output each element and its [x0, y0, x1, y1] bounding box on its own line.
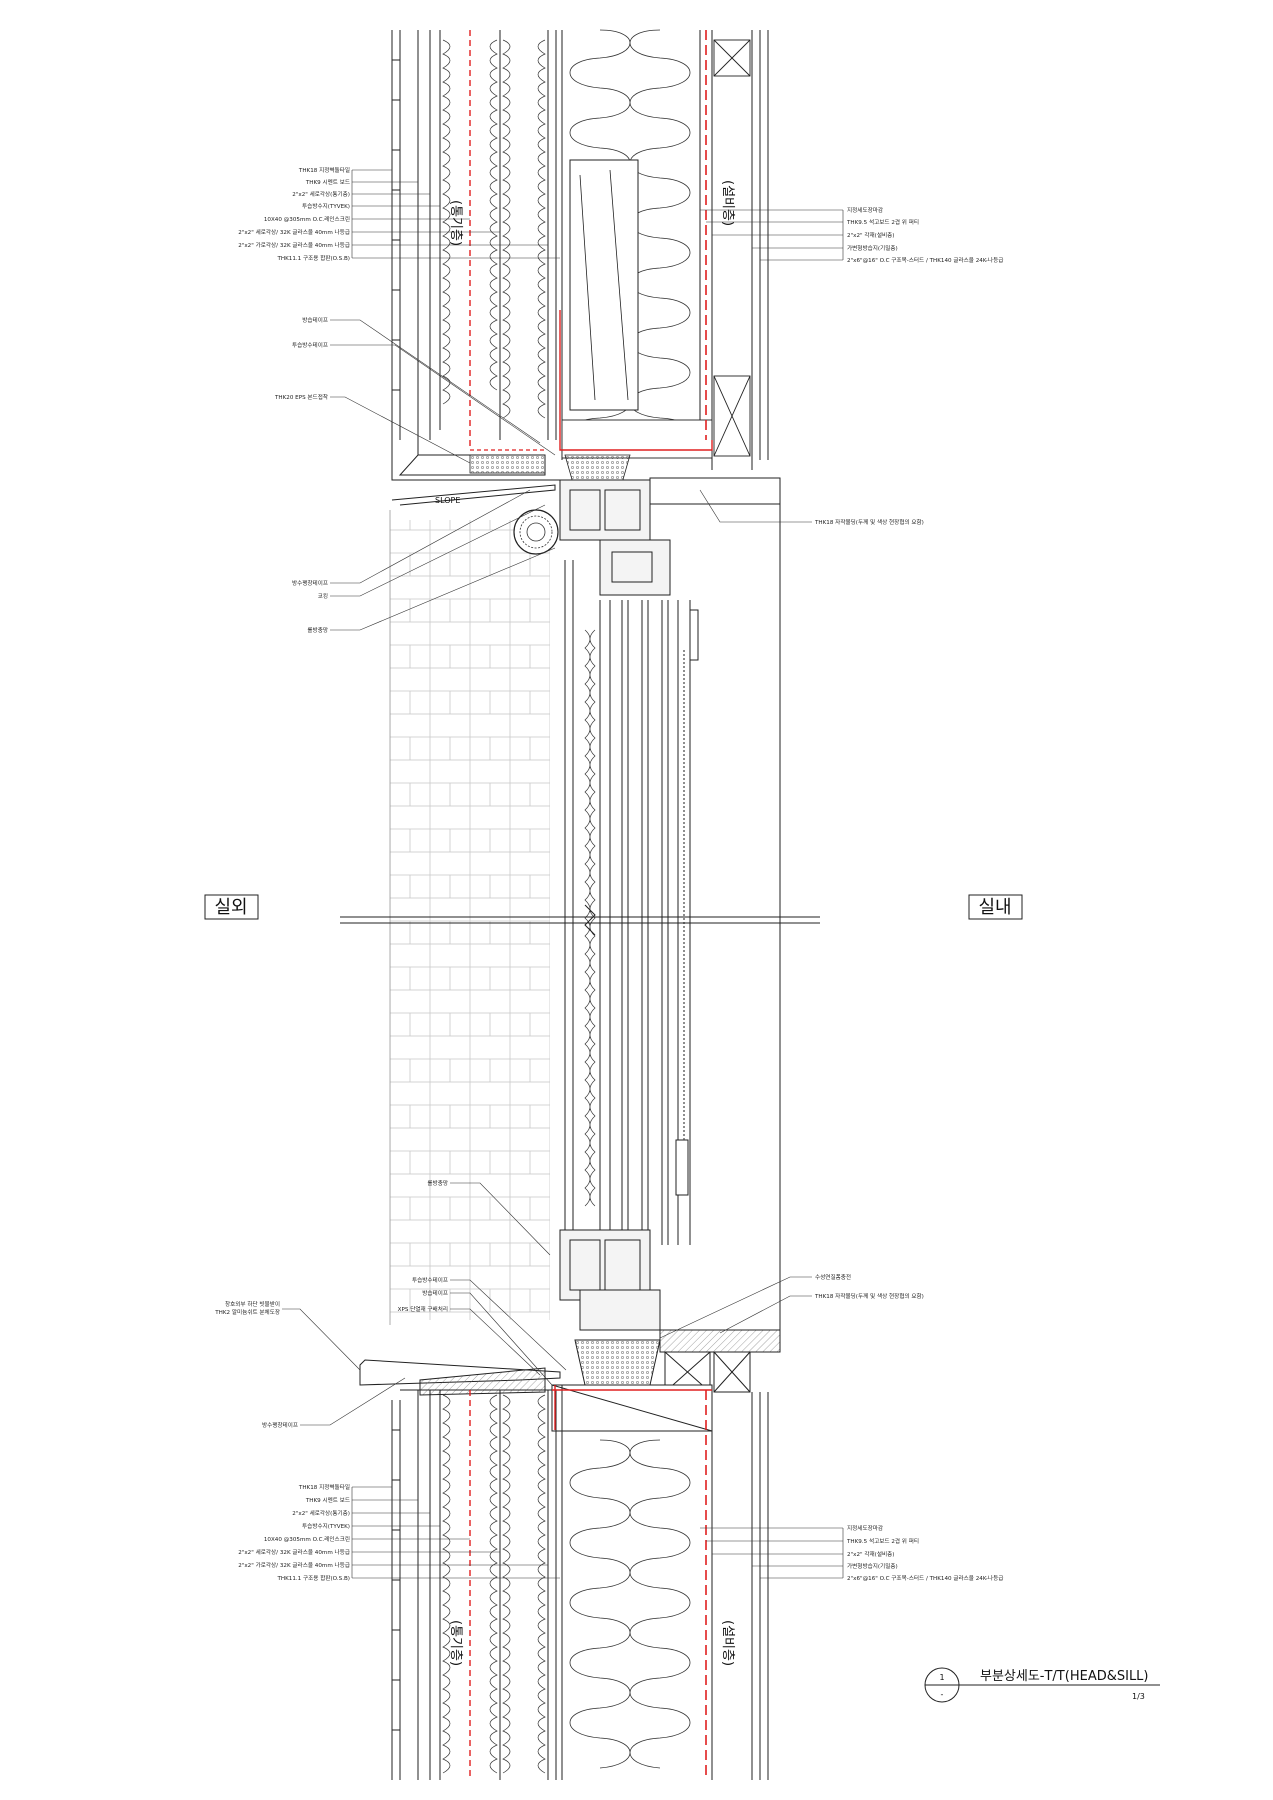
upper-wall	[391, 30, 769, 481]
callout-sill-molding: THK18 자작몰딩(두께 및 색상 현장협의 요함)	[814, 1292, 924, 1300]
leader-lines	[282, 169, 844, 1579]
callout-sill-flash-2: THK2 알미늄쉬트 분체도장	[214, 1308, 280, 1316]
callout-expanding-tape: 방수팽창테이프	[292, 579, 328, 587]
detail-sheet: -	[941, 1690, 944, 1699]
callout-sill-tape1: 투습방수테이프	[412, 1276, 448, 1284]
sill-note-paint: 지정세도장마감	[847, 1524, 883, 1532]
sill-right-notes: 지정세도장마감 THK9.5 석고보드 2겹 위 퍼티 2"x2" 각재(설비층…	[846, 1524, 1003, 1582]
head-note-tile: THK18 지정벽돌타일	[298, 166, 350, 174]
head-note-horizontal-batten: 2"x2" 가로각상/ 32K 글라스울 40mm 나등급	[238, 241, 350, 249]
roller-drum	[513, 509, 559, 555]
exterior-label: 실외	[214, 897, 247, 918]
head-left-notes: THK18 지정벽돌타일 THK9 시멘트 보드 2"x2" 세로각상(통기층)…	[238, 166, 350, 262]
service-layer-label-top: (설비층)	[720, 180, 735, 226]
lower-wall	[391, 1385, 769, 1780]
upper-outer-insulation-right	[489, 39, 498, 391]
sill-note-cement-board: THK9 시멘트 보드	[305, 1496, 350, 1504]
callout-sill-expanding-tape: 방수팽창테이프	[262, 1421, 298, 1429]
head-note-vertical-batten: 2"x2" 세로각상/ 32K 글라스울 40mm 나등급	[238, 228, 350, 236]
head-note-paint: 지정세도장마감	[847, 206, 883, 214]
head-callouts: 방습테이프 투습방수테이프 THK20 EPS 본드접착	[274, 316, 328, 401]
callout-caulking: 코킹	[318, 593, 328, 600]
vent-layer-label-top: (통기층)	[448, 200, 463, 246]
upper-outer-insulation-left	[442, 39, 451, 405]
upper-inner-insulation-b	[537, 39, 546, 419]
callout-eps: THK20 EPS 본드접착	[274, 393, 328, 401]
sill-left-notes: THK18 지정벽돌타일 THK9 시멘트 보드 2"x2" 세로각상(통기층)…	[238, 1483, 350, 1582]
sill-note-vertical-batten: 2"x2" 세로각상/ 32K 글라스울 40mm 나등급	[238, 1548, 350, 1556]
sill-interior-molding	[659, 1329, 781, 1353]
detail-number: 1	[939, 1673, 944, 1682]
break-zig	[584, 904, 596, 936]
detail-title: 부분상세도-T/T(HEAD&SILL)	[980, 1669, 1149, 1684]
callout-sill-roller: 롤방충망	[427, 1179, 448, 1187]
head-note-service-batten: 2"x2" 각재(설비층)	[847, 231, 894, 239]
zone-interior-label: 실내	[968, 894, 1023, 920]
sill-note-vent-batten: 2"x2" 세로각상(통기층)	[292, 1509, 350, 1517]
head-note-osb: THK11.1 구조용 합판(O.S.B)	[276, 254, 350, 262]
title-block: 1 - 부분상세도-T/T(HEAD&SILL) 1/3	[924, 1667, 1160, 1703]
sill-note-vapor-retarder: 가변형방습지(기밀층)	[847, 1562, 898, 1570]
sill-foam	[574, 1339, 661, 1386]
sill-note-osb: THK11.1 구조용 합판(O.S.B)	[276, 1574, 350, 1582]
header-lintel-diagonals	[579, 169, 629, 401]
callout-sill-tape2: 방습테이프	[422, 1289, 448, 1297]
head-right-notes: 지정세도장마감 THK9.5 석고보드 2겹 위 퍼티 2"x2" 각재(설비층…	[846, 206, 1003, 264]
head-note-tyvek: 투습방수지(TYVEK)	[302, 202, 350, 210]
sill-note-stud: 2"x6"@16" O.C 구조목-스터드 / THK140 글라스울 24K-…	[847, 1574, 1003, 1582]
head-note-vent-batten: 2"x2" 세로각상(통기층)	[292, 190, 350, 198]
slope-label: SLOPE	[435, 496, 460, 505]
head-interior-molding	[649, 477, 781, 505]
sill-note-rainscreen: 10X40 @305mm O.C.레인스크린	[264, 1535, 350, 1543]
upper-blocking	[561, 39, 751, 459]
callout-sill-flash-1: 창호외부 하단 빗물받이	[225, 1300, 280, 1308]
brick-tile-field	[390, 520, 550, 1320]
head-eps	[469, 454, 546, 474]
head-note-rainscreen: 10X40 @305mm O.C.레인스크린	[264, 215, 350, 223]
head-note-stud: 2"x6"@16" O.C 구조목-스터드 / THK140 글라스울 24K-…	[847, 256, 1003, 264]
window-frame	[559, 479, 699, 1331]
detail-scale: 1/3	[1132, 1692, 1145, 1701]
sill-note-tyvek: 투습방수지(TYVEK)	[302, 1522, 350, 1530]
head-molding-note: THK18 자작몰딩(두께 및 색상 현장협의 요함)	[814, 518, 924, 526]
lower-outer-insulation	[442, 1394, 546, 1774]
roller-screen-mesh	[584, 629, 596, 1207]
head-note-cement-board: THK9 시멘트 보드	[305, 178, 350, 186]
callout-sill-xps: XPS 단열재 구배처리	[398, 1305, 448, 1313]
head-note-gypsum: THK9.5 석고보드 2겹 위 퍼티	[846, 218, 919, 226]
lower-stud-insulation	[569, 1439, 691, 1769]
header-lintel	[569, 159, 639, 411]
sill-note-service-batten: 2"x2" 각재(설비층)	[847, 1550, 894, 1558]
interior-label: 실내	[978, 897, 1011, 918]
head-slope-flashing	[391, 484, 556, 506]
head-note-vapor-retarder: 가변형방습지(기밀층)	[847, 244, 898, 252]
callout-breathable-tape: 투습방수테이프	[292, 341, 328, 349]
sill-note-tile: THK18 지정벽돌타일	[298, 1483, 350, 1491]
zone-exterior-label: 실외	[204, 894, 259, 920]
sill-blocking	[551, 1351, 751, 1432]
callout-vapor-tape: 방습테이프	[302, 316, 328, 324]
callout-sill-foam: 수성연질폼충전	[815, 1273, 851, 1281]
service-layer-label-bottom: (설비층)	[720, 1620, 735, 1666]
sill-note-gypsum: THK9.5 석고보드 2겹 위 퍼티	[846, 1537, 919, 1545]
upper-inner-insulation-a	[502, 39, 511, 419]
sill-note-horizontal-batten: 2"x2" 가로각상/ 32K 글라스울 40mm 나등급	[238, 1561, 350, 1569]
upper-tile-zigzag	[391, 30, 401, 440]
callout-roller-screen: 롤방충망	[307, 626, 328, 634]
roller-callouts: 방수팽창테이프 코킹 롤방충망	[292, 579, 328, 634]
upper-red-tape	[559, 310, 713, 451]
vent-layer-label-bottom: (통기층)	[448, 1620, 463, 1666]
lower-red-tape	[552, 1385, 712, 1430]
